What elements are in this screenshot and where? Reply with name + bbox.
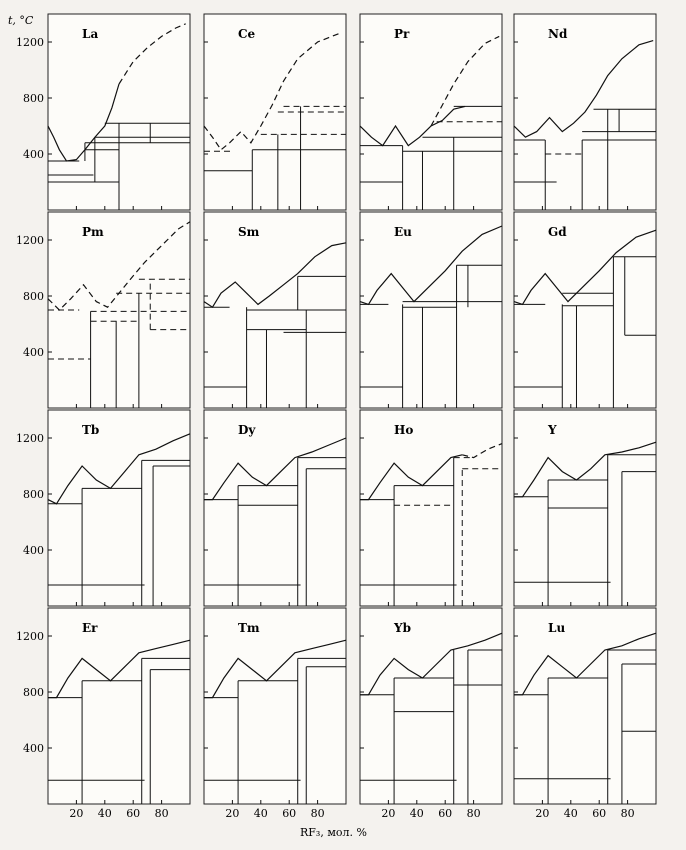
liquidus-curve	[359, 225, 503, 306]
y-tick-label: 800	[23, 290, 44, 303]
y-tick-label: 1200	[16, 432, 44, 445]
liquidus-curve	[360, 632, 503, 696]
panel-frame	[359, 13, 503, 211]
panel-pr: Pr	[359, 13, 503, 211]
x-tick-label: 20	[381, 807, 395, 820]
element-label-er: Er	[82, 621, 98, 635]
element-label-gd: Gd	[548, 225, 567, 239]
x-tick-label: 80	[311, 807, 325, 820]
panel-er: 400 800 1200 20 40 60 80 Er	[16, 607, 191, 820]
x-tick-label: 80	[155, 807, 169, 820]
liquidus-curve	[514, 632, 657, 696]
element-label-dy: Dy	[238, 423, 256, 437]
x-tick-label: 60	[282, 807, 296, 820]
liquidus-curve	[430, 35, 500, 127]
liquidus-curve	[47, 433, 191, 505]
element-label-ho: Ho	[394, 423, 413, 437]
element-label-pm: Pm	[82, 225, 104, 239]
panel-tb: 400 800 1200 Tb	[16, 409, 191, 607]
liquidus-curve	[513, 40, 654, 138]
element-label-la: La	[82, 27, 98, 41]
element-label-nd: Nd	[548, 27, 568, 41]
panel-nd: Nd	[513, 13, 657, 211]
x-tick-label: 40	[98, 807, 112, 820]
panel-frame	[47, 409, 191, 607]
panel-frame	[359, 607, 503, 805]
panel-frame	[513, 607, 657, 805]
x-tick-label: 40	[410, 807, 424, 820]
y-tick-label: 400	[23, 148, 44, 161]
liquidus-curve	[118, 23, 186, 85]
liquidus-curve	[514, 441, 657, 498]
x-tick-label: 80	[621, 807, 635, 820]
x-tick-label: 20	[69, 807, 83, 820]
x-tick-label: 20	[225, 807, 239, 820]
y-tick-label: 800	[23, 686, 44, 699]
panel-tm: 20 40 60 80 Tm	[203, 607, 347, 820]
panel-gd: Gd	[513, 211, 657, 409]
liquidus-curve	[203, 33, 340, 151]
panel-pm: 400 800 1200 Pm	[16, 211, 191, 409]
panel-frame	[203, 13, 347, 211]
panel-frame	[47, 607, 191, 805]
x-tick-label: 20	[535, 807, 549, 820]
liquidus-curve	[359, 105, 466, 147]
y-tick-label: 800	[23, 92, 44, 105]
panel-y: Y	[513, 409, 657, 607]
panel-yb: 20 40 60 80 Yb	[359, 607, 503, 820]
element-label-pr: Pr	[394, 27, 410, 41]
element-label-lu: Lu	[548, 621, 565, 635]
y-tick-label: 400	[23, 544, 44, 557]
element-label-sm: Sm	[238, 225, 260, 239]
x-axis-title: RF₃, мол. %	[300, 826, 367, 839]
panel-ho: Ho	[359, 409, 503, 607]
element-label-tb: Tb	[82, 423, 99, 437]
x-tick-label: 60	[126, 807, 140, 820]
liquidus-curve	[47, 221, 191, 311]
y-tick-label: 1200	[16, 630, 44, 643]
y-axis-title: t, °C	[8, 14, 34, 27]
panel-ce: Ce	[203, 13, 347, 211]
element-label-eu: Eu	[394, 225, 412, 239]
x-tick-label: 40	[564, 807, 578, 820]
element-label-yb: Yb	[393, 621, 411, 635]
y-tick-label: 1200	[16, 36, 44, 49]
liquidus-curve	[360, 454, 463, 501]
panel-frame	[203, 409, 347, 607]
liquidus-curve	[47, 83, 120, 162]
y-tick-label: 1200	[16, 234, 44, 247]
panel-lu: 20 40 60 80 Lu	[513, 607, 657, 820]
x-tick-label: 60	[592, 807, 606, 820]
element-label-ce: Ce	[238, 27, 256, 41]
panel-dy: Dy	[203, 409, 347, 607]
panel-sm: Sm	[203, 211, 347, 409]
element-label-y: Y	[547, 423, 557, 437]
y-tick-label: 800	[23, 488, 44, 501]
panel-frame	[203, 607, 347, 805]
y-tick-label: 400	[23, 346, 44, 359]
element-label-tm: Tm	[238, 621, 260, 635]
x-tick-label: 40	[254, 807, 268, 820]
liquidus-curve	[203, 242, 347, 309]
y-tick-label: 400	[23, 742, 44, 755]
liquidus-curve	[204, 639, 347, 699]
x-tick-label: 80	[467, 807, 481, 820]
x-tick-label: 60	[438, 807, 452, 820]
panel-frame	[513, 211, 657, 409]
liquidus-curve	[462, 443, 503, 459]
panel-eu: Eu	[359, 211, 503, 409]
liquidus-curve	[513, 229, 657, 306]
liquidus-curve	[204, 437, 347, 501]
panel-la: 400 800 1200 La	[16, 13, 191, 211]
liquidus-curve	[48, 639, 191, 699]
panel-frame	[359, 211, 503, 409]
panel-frame	[359, 409, 503, 607]
